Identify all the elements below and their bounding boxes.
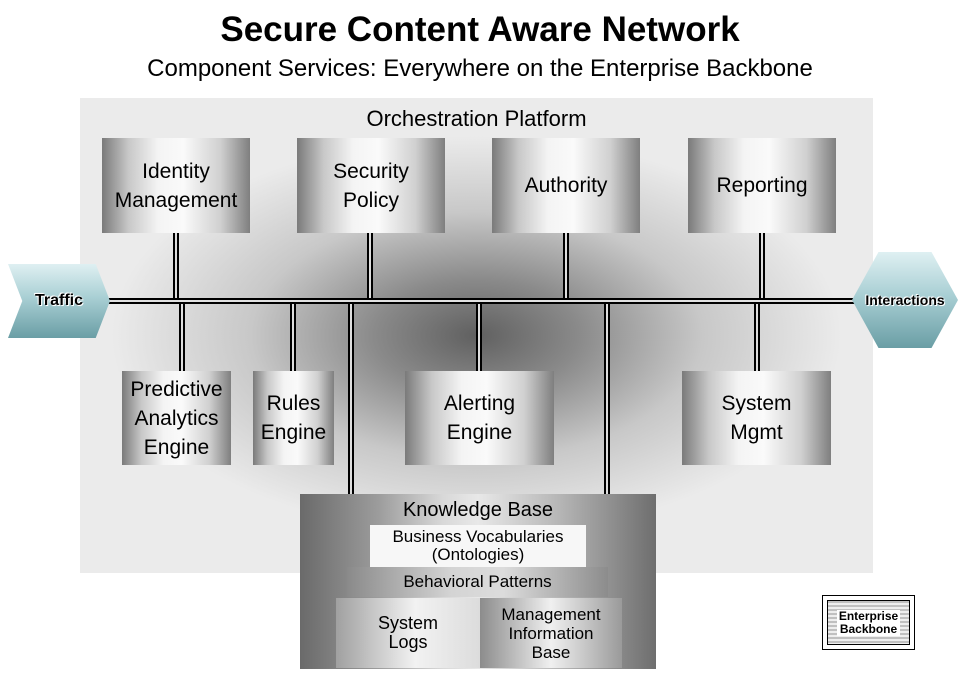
connector-kb-left — [348, 301, 354, 495]
interactions-label: Interactions — [865, 292, 945, 308]
security-policy-box: Security Policy — [297, 138, 445, 233]
business-vocabularies-box: Business Vocabularies (Ontologies) — [370, 525, 586, 567]
system-logs-box: System Logs — [336, 598, 480, 668]
connector-rules — [290, 301, 296, 371]
system-mgmt-label: System Mgmt — [721, 392, 792, 444]
traffic-node: Traffic — [8, 264, 110, 338]
rules-engine-label: Rules Engine — [260, 392, 327, 444]
behavioral-patterns-box: Behavioral Patterns — [347, 567, 608, 597]
legend-label: Enterprise Backbone — [836, 608, 901, 636]
enterprise-backbone-line — [105, 298, 857, 304]
management-information-base-box: Management Information Base — [480, 598, 622, 668]
knowledge-base-title: Knowledge Base — [402, 499, 554, 521]
predictive-analytics-label: Predictive Analytics Engine — [130, 377, 223, 459]
diagram-title: Secure Content Aware Network — [220, 10, 740, 49]
identity-management-box: Identity Management — [102, 138, 250, 233]
reporting-label: Reporting — [716, 174, 808, 197]
alerting-engine-box: Alerting Engine — [405, 371, 554, 465]
diagram-subtitle: Component Services: Everywhere on the En… — [147, 55, 813, 82]
connector-kb-right — [604, 301, 610, 495]
connector-system-mgmt — [754, 301, 760, 371]
orchestration-platform-label: Orchestration Platform — [366, 106, 587, 131]
connector-identity — [173, 233, 179, 301]
connector-alerting — [476, 301, 482, 371]
identity-management-label: Identity Management — [114, 159, 238, 212]
connector-authority — [563, 233, 569, 301]
reporting-box: Reporting — [688, 138, 836, 233]
authority-label: Authority — [524, 174, 608, 197]
traffic-label: Traffic — [34, 292, 83, 309]
connector-security-policy — [367, 233, 373, 301]
connector-reporting — [759, 233, 765, 301]
connector-predictive — [179, 301, 185, 371]
system-mgmt-box: System Mgmt — [682, 371, 831, 465]
authority-box: Authority — [492, 138, 640, 233]
security-policy-label: Security Policy — [333, 159, 409, 212]
legend-backbone-swatch: Enterprise Backbone — [827, 600, 910, 645]
rules-engine-box: Rules Engine — [253, 371, 334, 465]
interactions-node: Interactions — [852, 252, 958, 348]
alerting-engine-label: Alerting Engine — [443, 392, 516, 444]
predictive-analytics-box: Predictive Analytics Engine — [122, 371, 231, 465]
